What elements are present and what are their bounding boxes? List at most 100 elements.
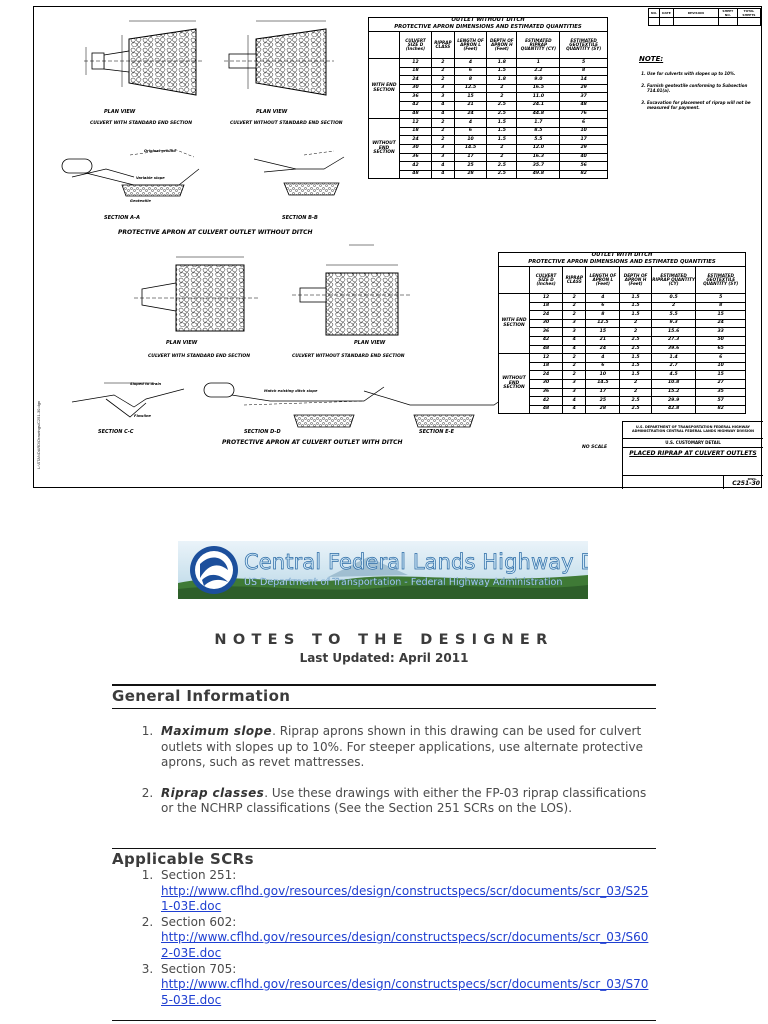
table-cell: 2 [562,310,587,320]
table-cell: 14.5 [453,143,488,154]
table-cell: 44.8 [516,109,561,120]
label-match-ditch: Match existing ditch slope [264,389,318,393]
table-cell: 2 [562,301,587,312]
table-cell: 6 [695,353,746,363]
revision-table: NO. DATE REVISION SHEET NO. TOTAL SHEETS [647,8,762,26]
table-cell: 3 [430,143,455,154]
table-cell: 1.8 [486,58,518,68]
table-cell: 2 [430,135,455,145]
column-header: DEPTH OF APRON H (Feet) [486,31,518,59]
scr-link-705[interactable]: http://www.cflhd.gov/resources/design/co… [161,977,649,1007]
label-flowline: Flowline [134,414,151,418]
note-item: Furnish geotextile conforming to Subsect… [647,83,759,93]
scr-label: Section 602: [161,914,237,929]
table-cell: 35.7 [516,161,561,171]
table-cell: 2 [430,118,455,128]
general-item-text: . Use these drawings with either the FP-… [161,785,647,816]
scr-link-251[interactable]: http://www.cflhd.gov/resources/design/co… [161,883,649,914]
table-cell: 17 [559,135,608,145]
table-subtitle: PROTECTIVE APRON DIMENSIONS AND ESTIMATE… [368,24,608,32]
table-cell: 2.5 [619,344,652,355]
table-cell: 28 [585,404,621,415]
table-cell: 36 [528,387,564,398]
table-cell: 21 [585,335,621,346]
table-cell: 15 [695,370,746,380]
table-cell: 2 [430,126,455,137]
table-cell: 36 [528,327,564,337]
table-cell: 6 [453,126,488,137]
table-cell: 48 [559,100,608,111]
table-cell: 1.5 [619,301,652,312]
column-header: ESTIMATED RIPRAP QUANTITY (CY) [650,266,697,294]
note-item: Use for culverts with slopes up to 10%. [647,71,759,76]
table-cell: 24 [453,109,488,120]
row-group-label: WITHOUT END SECTION [368,118,400,180]
table-cell: 2.5 [486,100,518,111]
table-cell: 15 [453,92,488,102]
column-header: LENGTH OF APRON L (Feet) [585,266,621,294]
table-cell: 29.9 [650,396,697,406]
table-cell: 12.5 [585,318,621,329]
table-cell: 5.5 [516,135,561,145]
table-cell: 39.6 [650,344,697,355]
table-cell: 24 [399,75,432,85]
scr-label: Section 251: [161,868,237,882]
dot-seal-icon [190,546,238,594]
table-cell: 27 [695,378,746,389]
table-cell: 12 [399,58,432,68]
column-header: RIPRAP CLASS [562,266,587,294]
label-plan-view-2: PLAN VIEW [256,109,288,115]
table-cell: 12.5 [453,83,488,94]
table-cell: 2.5 [486,169,518,180]
label-plan-view-3: PLAN VIEW [166,340,198,346]
table-cell: 6 [585,361,621,372]
table-cell: 8 [453,75,488,85]
table-cell: 48 [528,344,564,355]
general-item-lead: Maximum slope [161,724,273,738]
dwg-number: C251-30 [732,480,760,487]
label-plan-caption-2: CULVERT WITHOUT STANDARD END SECTION [230,120,343,126]
label-variable-slope: Variable slope [136,176,165,180]
table-cell: 49.8 [516,169,561,180]
table-cell: 24 [695,318,746,329]
label-plan-caption-3: CULVERT WITH STANDARD END SECTION [148,353,250,359]
table-cell: 36 [399,152,432,163]
table-cell: 2 [562,293,587,303]
table-cell: 2 [650,301,697,312]
table-cell: 8 [695,301,746,312]
row-group-label: WITH END SECTION [368,57,400,120]
table-cell: 42 [399,100,432,111]
table-title: OUTLET WITHOUT DITCH [368,17,608,24]
table-cell: 2.5 [619,396,652,406]
section-bb-drawing [253,150,345,196]
table-cell: 2 [562,353,587,363]
drawing-linework: PLAN VIEW CULVERT WITH STANDARD END SECT… [61,20,608,450]
table-cell: 4 [585,293,621,303]
label-title-with-ditch: PROTECTIVE APRON AT CULVERT OUTLET WITH … [222,439,403,446]
table-cell: 42 [399,161,432,171]
drawing-sheet: L:\STANDARD\Drawings\C251-30.dgn [33,6,763,489]
scr-item-602: Section 602:http://www.cflhd.gov/resourc… [157,915,656,962]
table-cell: 42 [528,396,564,406]
title-block-detail: U.S. CUSTOMARY DETAIL [623,439,763,448]
table-cell: 3 [562,378,587,389]
table-cell: 14.5 [585,378,621,389]
column-header: CULVERT SIZE D (Inches) [528,266,564,294]
table-cell: 82 [559,169,608,180]
table-cell: 4 [430,161,455,171]
table-cell: 17 [453,152,488,163]
table-cell: 29 [559,83,608,94]
scr-link-602[interactable]: http://www.cflhd.gov/resources/design/co… [161,930,649,960]
table-cell: 16.5 [516,83,561,94]
applicable-scrs-heading: Applicable SCRs [112,850,254,868]
table-cell: 0.5 [650,293,697,303]
table-corner-cell [498,266,530,294]
table-cell: 25 [453,161,488,171]
scr-label: Section 705: [161,961,237,976]
